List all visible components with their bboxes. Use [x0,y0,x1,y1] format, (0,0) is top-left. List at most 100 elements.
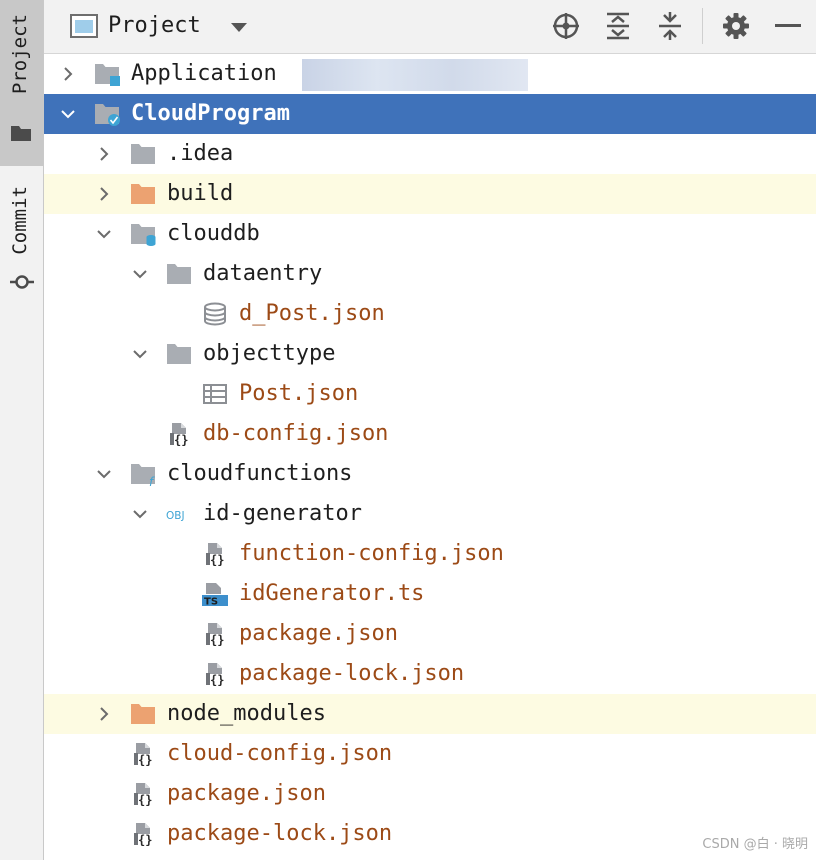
folder-icon [166,262,192,286]
svg-text:f: f [149,475,155,486]
tree-item-label: db-config.json [203,421,389,446]
tree-item-d-post-json[interactable]: d_Post.json [44,294,816,334]
folder-excluded-icon [130,182,156,206]
folder-db-icon [130,222,156,246]
chevron-down-icon [231,23,247,32]
minimize-icon [775,24,801,27]
tree-item-label: id-generator [203,501,362,526]
tree-item-application[interactable]: Application [44,54,816,94]
ts-file-icon: TS [202,582,228,608]
table-icon [202,382,228,406]
folder-excluded-icon [130,702,156,726]
chevron-right-icon[interactable] [96,146,112,162]
gear-icon [723,13,749,39]
tree-item-clouddb[interactable]: clouddb [44,214,816,254]
tree-item-post-json[interactable]: Post.json [44,374,816,414]
select-opened-file-button[interactable] [550,10,582,42]
tree-item-node-modules[interactable]: node_modules [44,694,816,734]
commit-tool-tab[interactable]: Commit [0,176,43,302]
json-file-icon: {} [166,422,192,447]
tree-item-build[interactable]: build [44,174,816,214]
project-view-icon [70,14,98,38]
tree-item-package-lock-json[interactable]: {} package-lock.json [44,654,816,694]
json-file-icon: {} [130,782,156,807]
tree-item-label: Application [131,61,277,86]
redacted-path [302,59,528,91]
expand-all-icon [607,12,629,40]
svg-text:{}: {} [174,433,188,446]
folder-icon [130,142,156,166]
commit-icon [10,275,34,289]
tree-item-idgenerator-ts[interactable]: TS idGenerator.ts [44,574,816,614]
hide-button[interactable] [772,10,804,42]
svg-text:OBJ: OBJ [166,510,185,522]
watermark: CSDN @白 · 晓明 [702,837,808,852]
collapse-all-button[interactable] [654,10,686,42]
locate-icon [553,13,579,39]
tree-item-function-config-json[interactable]: {} function-config.json [44,534,816,574]
folder-icon [11,126,31,141]
svg-text:{}: {} [138,793,152,806]
tree-item-label: cloud-config.json [167,741,393,766]
project-folder-icon [94,102,120,126]
chevron-down-icon[interactable] [96,226,112,242]
tree-item-cloudprogram[interactable]: CloudProgram [44,94,816,134]
commit-tab-label: Commit [9,186,31,255]
tree-item-dataentry[interactable]: dataentry [44,254,816,294]
tree-item-label: package-lock.json [167,821,393,846]
obj-icon: OBJ [166,502,192,526]
project-toolbar: Project [44,0,816,54]
project-tool-tab[interactable]: Project [0,0,43,166]
tree-item-label: cloudfunctions [167,461,353,486]
tree-item-label: .idea [167,141,234,166]
json-file-icon: {} [130,742,156,767]
chevron-down-icon[interactable] [132,346,148,362]
toolbar-separator [702,8,703,44]
options-button[interactable] [720,10,752,42]
svg-text:{}: {} [210,553,224,566]
tree-item-label: clouddb [167,221,260,246]
folder-icon [166,342,192,366]
tree-item-package-lock-json[interactable]: {} package-lock.json [44,814,816,854]
svg-text:TS: TS [204,597,218,607]
tree-item-idea[interactable]: .idea [44,134,816,174]
svg-text:{}: {} [138,753,152,766]
tree-item-package-json[interactable]: {} package.json [44,774,816,814]
chevron-down-icon[interactable] [96,466,112,482]
tree-item-id-generator[interactable]: OBJ id-generator [44,494,816,534]
tree-item-label: d_Post.json [239,301,385,326]
tree-item-label: function-config.json [239,541,504,566]
tree-item-label: dataentry [203,261,323,286]
folder-function-icon: f [130,462,156,489]
chevron-down-icon[interactable] [60,106,76,122]
tree-item-db-config-json[interactable]: {} db-config.json [44,414,816,454]
chevron-right-icon[interactable] [60,66,76,82]
tree-item-label: CloudProgram [131,101,290,126]
chevron-right-icon[interactable] [96,186,112,202]
svg-text:{}: {} [138,833,152,846]
svg-text:{}: {} [210,673,224,686]
database-icon [202,302,228,326]
collapse-all-icon [659,12,681,40]
tree-item-label: build [167,181,234,206]
tree-item-package-json[interactable]: {}package.json [44,614,816,654]
chevron-right-icon[interactable] [96,706,112,722]
expand-all-button[interactable] [602,10,634,42]
view-selector[interactable]: Project [68,12,258,42]
tree-item-cloud-config-json[interactable]: {} cloud-config.json [44,734,816,774]
json-file-icon: {} [202,622,228,647]
tree-item-label: Post.json [239,381,359,406]
tree-item-label: objecttype [203,341,336,366]
svg-text:{}: {} [210,633,224,646]
tree-item-label: package.json [167,781,326,806]
tree-item-objecttype[interactable]: objecttype [44,334,816,374]
tree-item-label: package-lock.json [239,661,465,686]
chevron-down-icon[interactable] [132,506,148,522]
json-file-icon: {} [202,662,228,687]
tree-item-label: idGenerator.ts [239,581,425,606]
json-file-icon: {} [130,822,156,847]
chevron-down-icon[interactable] [132,266,148,282]
tree-item-cloudfunctions[interactable]: f cloudfunctions [44,454,816,494]
module-folder-icon [94,62,120,86]
